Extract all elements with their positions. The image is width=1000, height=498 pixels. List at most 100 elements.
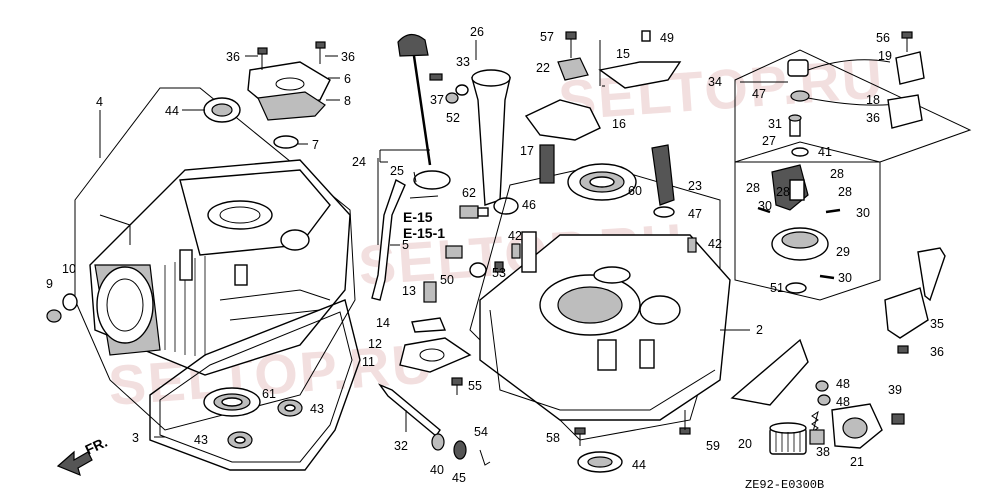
- callout: 60: [628, 184, 642, 198]
- callout: 28: [838, 185, 852, 199]
- callout: 15: [616, 47, 630, 61]
- drain-plug-62: [459, 205, 489, 219]
- callout: 40: [430, 463, 444, 477]
- governor-28: [771, 164, 809, 211]
- bracket-16: [524, 99, 601, 141]
- small-bolt-37: [429, 73, 469, 96]
- callout: 42: [708, 237, 722, 251]
- bolt-59: [679, 410, 691, 435]
- shaft-31: [788, 114, 802, 137]
- callout: 36: [866, 111, 880, 125]
- leader-lines: [99, 40, 788, 438]
- callout: 16: [612, 117, 626, 131]
- reference-labels: E-15 E-15-1: [403, 195, 445, 241]
- washer-40: [431, 433, 445, 451]
- washer-45: [453, 440, 467, 460]
- oil-filter-20: [769, 422, 807, 455]
- pin-49: [641, 30, 651, 42]
- callout: 39: [888, 383, 902, 397]
- bracket-22: [557, 57, 589, 81]
- ref-e15-1: E-15-1: [403, 225, 445, 241]
- direction-label: FR.: [83, 434, 110, 458]
- callout: 47: [752, 87, 766, 101]
- plate-15: [598, 61, 682, 89]
- callout: 48: [836, 395, 850, 409]
- callout: 56: [876, 31, 890, 45]
- oil-seal-44: [203, 97, 241, 123]
- callout: 57: [540, 30, 554, 44]
- callout: 34: [708, 75, 722, 89]
- callout: 48: [836, 377, 850, 391]
- callout: 17: [520, 144, 534, 158]
- cylinder-block: [74, 87, 356, 431]
- callout: 5: [402, 238, 409, 252]
- diagram-code: ZE92-E0300B: [745, 478, 824, 492]
- breather-tube-5: [371, 178, 406, 301]
- callout: 61: [262, 387, 276, 401]
- callout: 12: [368, 337, 382, 351]
- callout: 46: [522, 198, 536, 212]
- bearing-61: [203, 387, 261, 417]
- bolt-39: [891, 413, 905, 425]
- o-ring-47: [653, 206, 675, 218]
- callout: 8: [344, 94, 351, 108]
- filler-tube-26: [471, 69, 511, 206]
- governor-gear-29: [771, 227, 829, 261]
- callout: 42: [508, 229, 522, 243]
- callout: 35: [930, 317, 944, 331]
- callout: 45: [452, 471, 466, 485]
- bearing-60: [567, 163, 637, 201]
- callout: 58: [546, 431, 560, 445]
- governor-arm-35: [884, 247, 946, 339]
- callout: 31: [768, 117, 782, 131]
- callout: 59: [706, 439, 720, 453]
- dowel-42: [511, 237, 697, 259]
- callout: 2: [756, 323, 763, 337]
- callout: 7: [312, 138, 319, 152]
- callout: 47: [688, 207, 702, 221]
- washer-51: [785, 282, 807, 294]
- callout: 52: [446, 111, 460, 125]
- callout: 50: [440, 273, 454, 287]
- callout: 36: [930, 345, 944, 359]
- callout: 54: [474, 425, 488, 439]
- callout: 44: [632, 458, 646, 472]
- callout: 30: [856, 206, 870, 220]
- callout: 53: [492, 266, 506, 280]
- callout: 28: [776, 185, 790, 199]
- callout: 11: [362, 355, 375, 369]
- callout: 22: [536, 61, 550, 75]
- callout: 28: [830, 167, 844, 181]
- governor-box-27: [734, 141, 881, 301]
- callout: 10: [62, 262, 76, 276]
- governor-arm-32: [377, 383, 441, 438]
- callout: 13: [402, 284, 416, 298]
- callout: 51: [770, 281, 784, 295]
- callout: 55: [468, 379, 482, 393]
- washer-41: [791, 147, 809, 157]
- callout: 29: [836, 245, 850, 259]
- watermark: SELTOP.RU: [556, 46, 886, 132]
- breather-cover-6: [247, 61, 331, 121]
- cover-plate: [730, 338, 809, 406]
- callout: 27: [762, 134, 776, 148]
- callout: 23: [688, 179, 702, 193]
- callout: 36: [226, 50, 240, 64]
- callout: 43: [194, 433, 208, 447]
- callout: 37: [430, 93, 444, 107]
- callout: 25: [390, 164, 404, 178]
- crankcase-cover-2: [469, 164, 731, 441]
- callout: 20: [738, 437, 752, 451]
- dipstick-cap: [397, 33, 432, 166]
- oil-seal-43: [227, 399, 303, 449]
- bolt-36d: [897, 345, 909, 354]
- callout-numbers: 4 44 36 36 6 8 7 10 9 61 43 43 3 26 33 3…: [46, 25, 944, 485]
- callout: 21: [850, 455, 864, 469]
- callout: 32: [394, 439, 408, 453]
- plug-9: [46, 309, 62, 323]
- callout: 9: [46, 277, 53, 291]
- clip-54: [479, 449, 491, 466]
- filter-base-21: [831, 403, 883, 449]
- callout: 18: [866, 93, 880, 107]
